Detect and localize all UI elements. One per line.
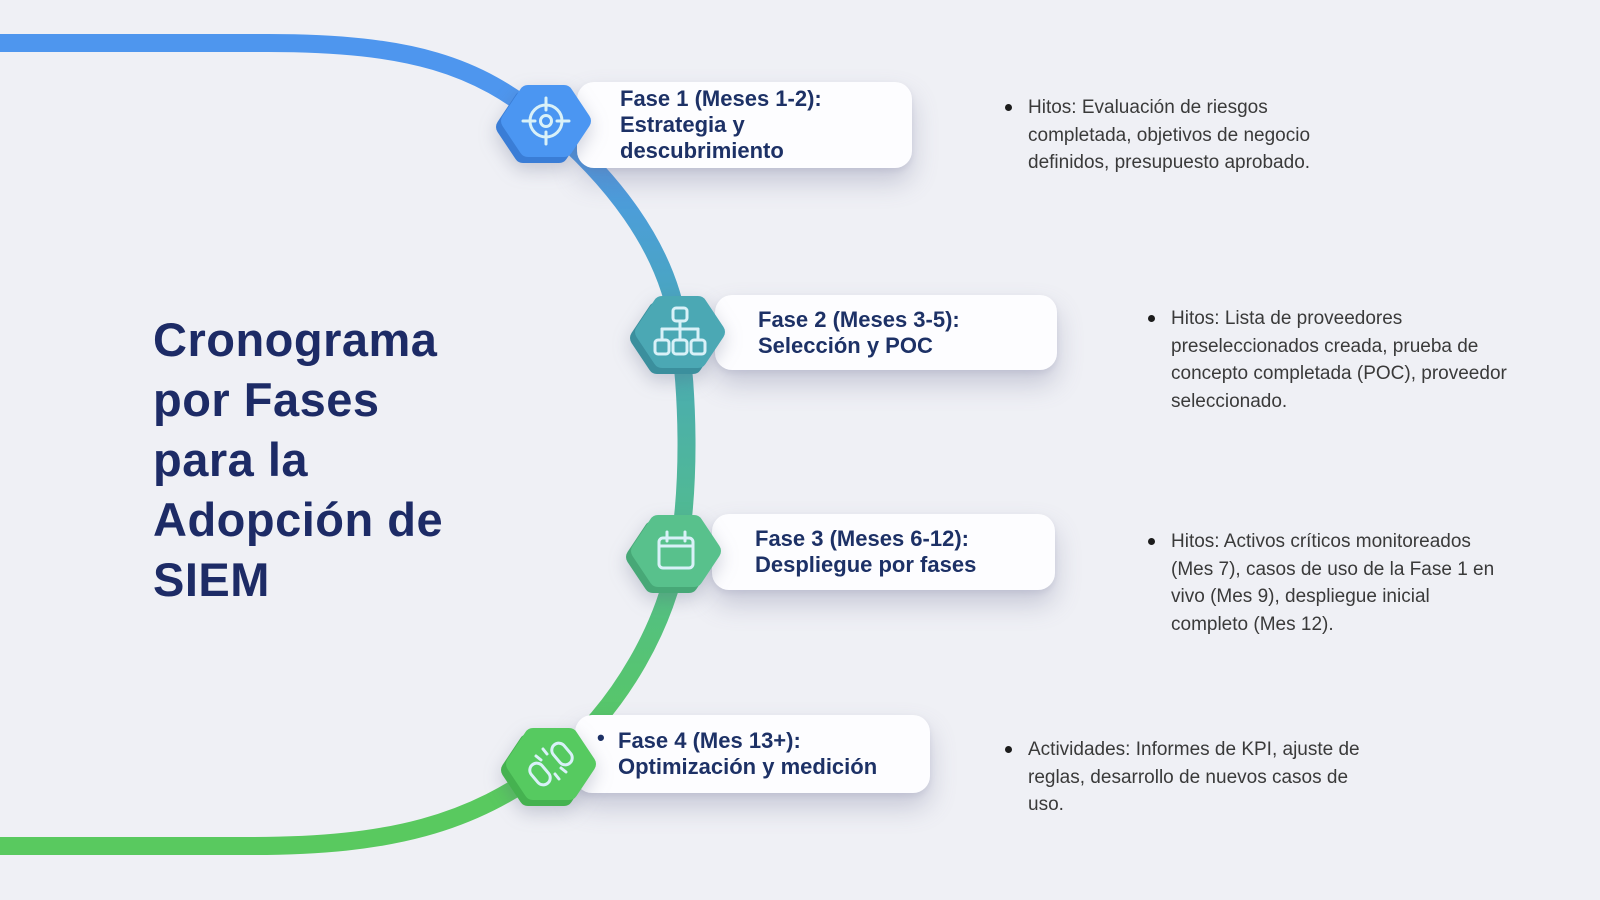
phase-card-fase-2: Fase 2 (Meses 3-5): Selección y POC [715,295,1057,370]
phase-card-title-line: Despliegue por fases [755,552,977,577]
phase-card-title-line: Selección y POC [758,332,933,358]
phase-card-title-line: Estrategia y [620,112,745,137]
phase-node-fase-1 [496,85,591,163]
phase-node-fase-2 [630,296,725,374]
page-title-line: SIEM [153,553,270,606]
hexagon [631,515,721,587]
phase-card-fase-1: Fase 1 (Meses 1-2): Estrategia y descubr… [577,82,912,168]
phase-node-fase-4 [501,728,596,806]
phase-node-fase-3 [626,515,721,593]
phase-card-title-line: Fase 4 (Mes 13+): [618,728,801,753]
timeline-curve-path [0,34,696,855]
page-title-line: por Fases [153,373,380,426]
phase-card-fase-3: Fase 3 (Meses 6-12): Despliegue por fase… [712,514,1055,590]
bullet-dot [1148,538,1155,545]
milestones-text: Hitos: Lista de proveedores preseleccion… [1171,308,1507,412]
phase-card-fase-4: • Fase 4 (Mes 13+): Optimización y medic… [575,715,930,793]
milestones-text: Hitos: Activos críticos monitoreados (Me… [1171,531,1495,635]
milestones-text: Actividades: Informes de KPI, ajuste de … [1028,739,1360,815]
milestones-note-fase-3: Hitos: Activos críticos monitoreados (Me… [1148,528,1507,638]
phase-card-title-line: Fase 3 (Meses 6-12): [755,526,969,551]
target-icon [521,96,571,146]
milestones-note-fase-2: Hitos: Lista de proveedores preseleccion… [1148,305,1513,415]
milestones-note-fase-4: Actividades: Informes de KPI, ajuste de … [1005,736,1374,819]
sitemap-icon [653,306,707,356]
page-title: Cronograma por Fases para la Adopción de… [153,310,553,610]
milestones-text: Hitos: Evaluación de riesgos completada,… [1028,97,1311,173]
calendar-icon [657,530,695,570]
hexagon [506,728,596,800]
broken-link-icon [528,741,574,787]
milestones-note-fase-1: Hitos: Evaluación de riesgos completada,… [1005,94,1328,177]
phase-card-title-line: Optimización y medición [618,754,878,779]
phase-card-title-line: descubrimiento [620,138,784,163]
phase-card-title-line: Fase 2 (Meses 3-5): [758,306,960,332]
bullet-dot [1148,315,1155,322]
page-title-line: Cronograma [153,313,438,366]
phase-card-bullet: • [597,725,605,750]
page-title-line: para la [153,433,309,486]
bullet-dot [1005,104,1012,111]
bullet-dot [1005,746,1012,753]
phase-card-title-line: Fase 1 (Meses 1-2): [620,86,822,111]
hexagon [501,85,591,157]
page-title-line: Adopción de [153,493,444,546]
